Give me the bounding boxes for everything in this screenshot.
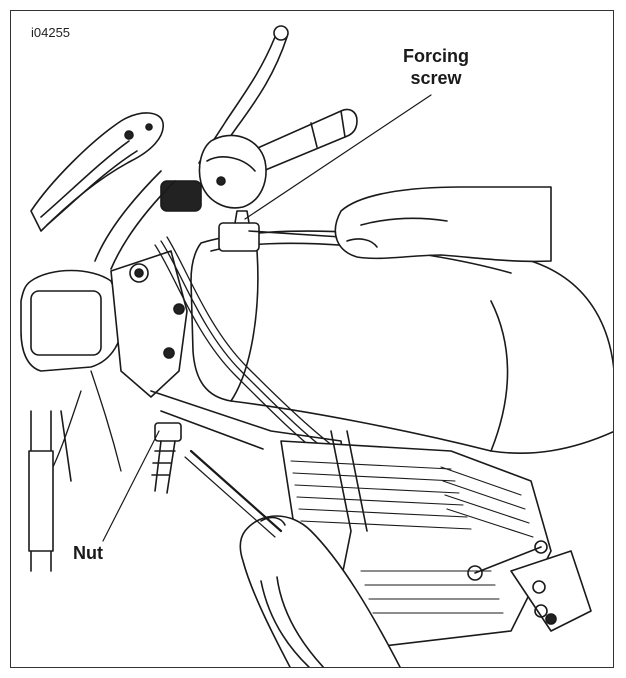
handlebar-tube bbox=[94, 170, 176, 270]
upper-hand bbox=[334, 186, 552, 263]
nut-label: Nut bbox=[73, 543, 103, 563]
forcing-screw-label-line2: screw bbox=[410, 68, 462, 88]
illustration-frame: i04255 Forcing screw Nut bbox=[10, 10, 614, 668]
side-bracket bbox=[467, 540, 592, 632]
front-forks bbox=[28, 410, 72, 572]
figure-id: i04255 bbox=[31, 25, 71, 40]
handlebar-grip bbox=[250, 108, 358, 172]
cables bbox=[50, 236, 346, 472]
forcing-screw-label-line1: Forcing bbox=[403, 46, 469, 66]
frame-neck bbox=[110, 250, 188, 398]
motorcycle-illustration bbox=[20, 25, 613, 667]
switch-housing bbox=[160, 134, 267, 212]
forcing-screw-label: Forcing screw bbox=[403, 45, 469, 89]
forcing-screw bbox=[218, 210, 342, 252]
headlight-block bbox=[20, 269, 124, 372]
fuel-tank bbox=[190, 230, 613, 455]
lower-fender bbox=[260, 576, 325, 667]
lower-hand bbox=[184, 449, 401, 667]
nut-stud bbox=[102, 422, 182, 542]
mirror-bracket bbox=[30, 112, 164, 232]
